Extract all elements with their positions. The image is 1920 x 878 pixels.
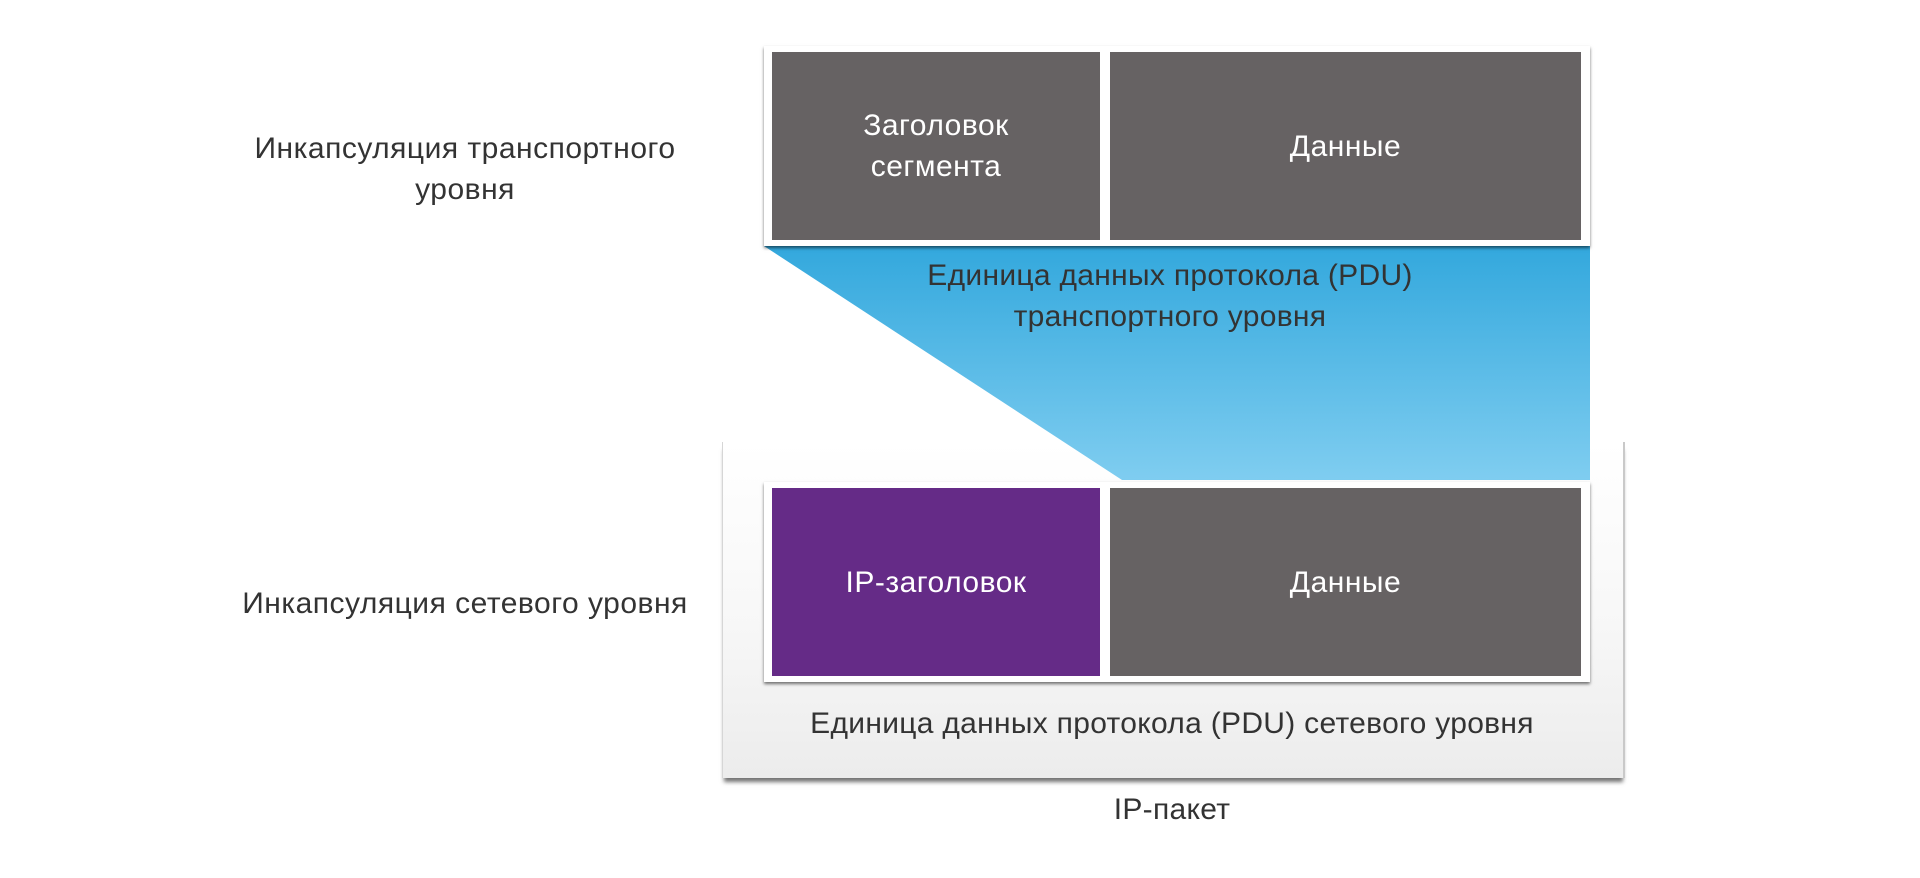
network-data-block: Данные — [1110, 488, 1581, 676]
transport-data-block: Данные — [1110, 52, 1581, 240]
transport-data-label: Данные — [1289, 129, 1402, 163]
network-layer-label: Инкапсуляция сетевого уровня — [242, 587, 688, 620]
segment-header-block: Заголовок сегмента — [772, 52, 1100, 240]
transport-layer-label: Инкапсуляция транспортного уровня — [254, 132, 676, 206]
ip-packet-label: IP-пакет — [1113, 793, 1231, 826]
segment-header-label: Заголовок сегмента — [863, 109, 1009, 183]
network-pdu-caption: Единица данных протокола (PDU) сетевого … — [810, 707, 1534, 740]
ip-header-block: IP-заголовок — [772, 488, 1100, 676]
transport-pdu-caption: Единица данных протокола (PDU) транспорт… — [927, 259, 1413, 333]
ip-header-label: IP-заголовок — [845, 565, 1027, 599]
network-data-label: Данные — [1289, 565, 1402, 599]
